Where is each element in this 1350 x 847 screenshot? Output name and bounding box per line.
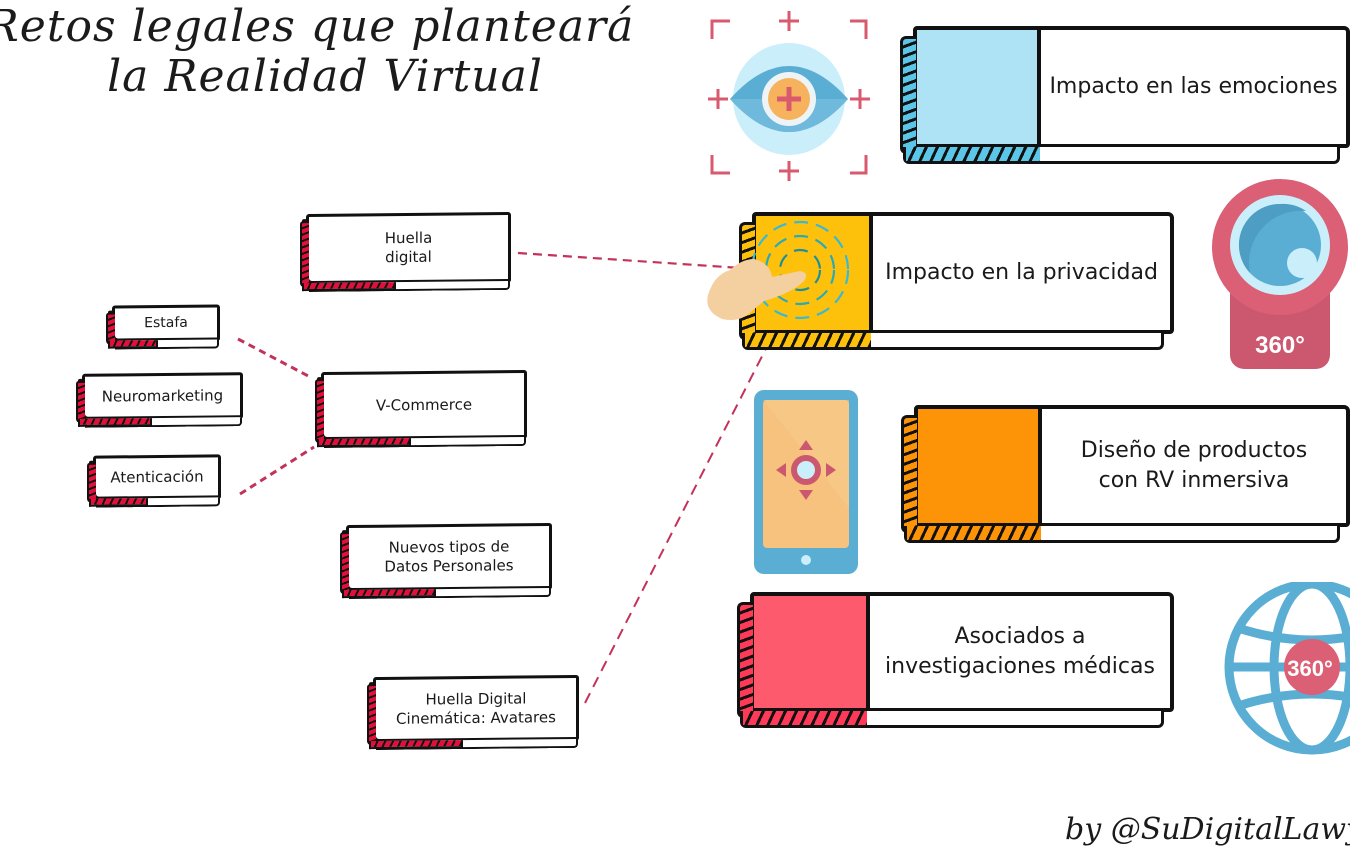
card-base-stripes [906, 147, 1040, 161]
globe-360-label: 360° [1287, 656, 1333, 681]
node-label: Neuromarketing [101, 385, 224, 406]
author-credit: by @SuDigitalLawyer [1065, 812, 1350, 847]
card-base-stripes [745, 333, 871, 347]
node-label: Estafa [144, 314, 188, 331]
node-label-line: Nuevos tipos de [388, 537, 510, 557]
node-label-line: Cinemática: Avatares [396, 707, 556, 728]
card-color-swatch [918, 409, 1042, 523]
card-color-swatch [917, 30, 1041, 144]
camera-360-label: 360° [1255, 332, 1305, 359]
eye-target-icon [708, 11, 870, 181]
card-base-stripes [907, 526, 1041, 540]
card-label: Impacto en la privacidad [885, 260, 1158, 285]
node-estafa[interactable]: Estafa [112, 304, 220, 350]
smartphone-navigation-icon [754, 390, 858, 574]
card-medicas[interactable]: Asociados a investigaciones médicas [737, 592, 1174, 728]
title-line-2: la Realidad Virtual [107, 51, 543, 102]
node-label-line: Huella [384, 228, 433, 248]
card-privacidad[interactable]: Impacto en la privacidad [739, 212, 1174, 350]
card-label-line: con RV inmersiva [1098, 468, 1290, 493]
fingerprint-touch-icon [707, 220, 850, 320]
page-title: Retos legales que planteará la Realidad … [0, 2, 650, 102]
globe-360-icon: 360° [1224, 582, 1350, 755]
card-side-stripes [900, 36, 916, 154]
card-label-line: Asociados a [954, 624, 1086, 649]
card-emociones[interactable]: Impacto en las emociones [900, 26, 1350, 164]
card-diseno[interactable]: Diseño de productos con RV inmersiva [901, 405, 1350, 543]
node-atenticacion[interactable]: Atenticación [93, 454, 221, 508]
card-side-stripes [737, 602, 753, 718]
node-label: Atenticación [110, 467, 204, 486]
card-label-line: investigaciones médicas [885, 654, 1155, 679]
link-atenticacion-vcommerce [239, 445, 315, 496]
card-label-line: Diseño de productos [1080, 438, 1308, 463]
node-label-line: Datos Personales [384, 556, 514, 576]
card-side-stripes [901, 415, 917, 533]
card-label: Impacto en las emociones [1049, 74, 1338, 99]
card-base-stripes [743, 711, 867, 725]
title-line-1: Retos legales que planteará [0, 1, 635, 52]
card-color-swatch [754, 596, 870, 708]
node-v-commerce[interactable]: V-Commerce [321, 369, 527, 449]
node-label: V-Commerce [375, 394, 473, 415]
node-label-line: Huella Digital [425, 688, 527, 709]
node-neuromarketing[interactable]: Neuromarketing [82, 372, 243, 428]
node-label-line: digital [385, 247, 432, 267]
link-estafa-vcommerce [237, 337, 313, 380]
camera-360-icon: 360° [1212, 179, 1348, 369]
